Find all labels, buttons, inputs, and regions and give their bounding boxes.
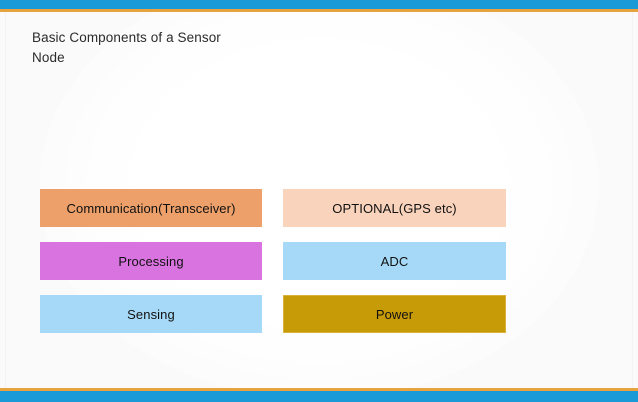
block-processing-label: Processing (118, 253, 184, 269)
block-sensing[interactable]: Sensing (40, 295, 262, 333)
top-orange-accent-line (0, 9, 638, 12)
block-adc-label: ADC (380, 253, 409, 269)
block-sensing-label: Sensing (127, 306, 175, 322)
block-power-label: Power (375, 306, 414, 322)
block-communication[interactable]: Communication(Transceiver) (40, 189, 262, 227)
block-adc[interactable]: ADC (283, 242, 506, 280)
block-optional-gps-label: OPTIONAL(GPS etc) (332, 200, 457, 216)
top-blue-band (0, 0, 638, 9)
right-edge-rule (632, 12, 633, 390)
bottom-orange-accent-line (0, 388, 638, 391)
sensor-node-block-diagram: Communication(Transceiver) OPTIONAL(GPS … (40, 189, 506, 334)
block-optional-gps[interactable]: OPTIONAL(GPS etc) (283, 189, 506, 227)
block-processing[interactable]: Processing (40, 242, 262, 280)
slide-title: Basic Components of a Sensor Node (32, 30, 221, 65)
bottom-blue-band (0, 391, 638, 402)
block-communication-label: Communication(Transceiver) (66, 200, 236, 216)
block-power[interactable]: Power (283, 295, 506, 333)
left-edge-rule (5, 12, 6, 390)
